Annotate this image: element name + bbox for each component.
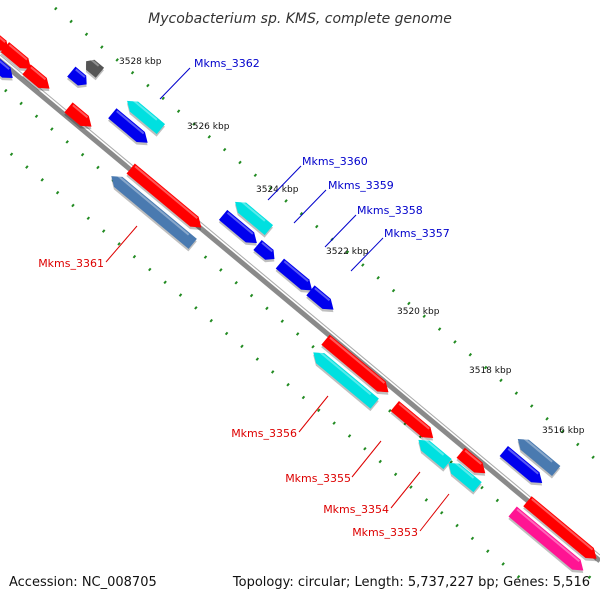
feature-blue-edge[interactable] bbox=[0, 55, 18, 85]
feature-mkms-3360[interactable] bbox=[230, 197, 275, 238]
feature-blue-3362-mate[interactable] bbox=[107, 108, 153, 150]
tick-label-3528: 3528 kbp bbox=[119, 57, 162, 67]
feature-blue-right[interactable] bbox=[498, 446, 547, 490]
tick-label-3526: 3526 kbp bbox=[187, 122, 230, 132]
feature-red-bottom[interactable] bbox=[522, 496, 600, 566]
feature-mkms-3354[interactable] bbox=[413, 435, 453, 472]
feature-mkms-3359[interactable] bbox=[218, 209, 263, 251]
tick-row-3 bbox=[0, 142, 521, 580]
feature-magenta-bottom[interactable] bbox=[507, 506, 588, 578]
feature-red-edge-2[interactable] bbox=[0, 42, 36, 76]
feature-blue-small-2[interactable] bbox=[252, 239, 280, 267]
feature-mkms-3353[interactable] bbox=[455, 447, 490, 481]
feature-steel-right[interactable] bbox=[512, 434, 561, 479]
feature-blue-small[interactable] bbox=[66, 66, 92, 92]
topology-text: Topology: circular; Length: 5,737,227 bp… bbox=[232, 575, 590, 590]
gene-label-mkms-3362[interactable]: Mkms_3362 bbox=[194, 57, 260, 70]
gene-labels: Mkms_3362 Mkms_3360 Mkms_3359 Mkms_3358 … bbox=[38, 57, 450, 539]
tick-rows bbox=[0, 6, 600, 588]
gene-label-mkms-3355[interactable]: Mkms_3355 bbox=[285, 472, 351, 485]
tick-label-3520: 3520 kbp bbox=[397, 307, 440, 317]
feature-red-edge-1[interactable] bbox=[0, 28, 14, 58]
feature-cyan-3353[interactable] bbox=[443, 458, 483, 495]
feature-mkms-3361-red[interactable] bbox=[125, 163, 206, 235]
feature-mkms-3356-red[interactable] bbox=[320, 334, 394, 400]
feature-mkms-3356[interactable] bbox=[308, 347, 380, 412]
gene-label-mkms-3357[interactable]: Mkms_3357 bbox=[384, 227, 450, 240]
gene-label-mkms-3358[interactable]: Mkms_3358 bbox=[357, 204, 423, 217]
gene-label-mkms-3360[interactable]: Mkms_3360 bbox=[302, 155, 368, 168]
label-leaders bbox=[105, 67, 450, 532]
accession-text: Accession: NC_008705 bbox=[9, 575, 157, 590]
gene-label-mkms-3359[interactable]: Mkms_3359 bbox=[328, 179, 394, 192]
gene-features bbox=[0, 28, 600, 578]
tick-label-3518: 3518 kbp bbox=[469, 366, 512, 376]
feature-gray-small[interactable] bbox=[81, 56, 106, 81]
gene-label-mkms-3353[interactable]: Mkms_3353 bbox=[352, 526, 418, 539]
tick-label-3522: 3522 kbp bbox=[326, 247, 369, 257]
tick-label-3516: 3516 kbp bbox=[542, 426, 585, 436]
feature-mkms-3362[interactable] bbox=[122, 96, 167, 137]
feature-red-edge-3[interactable] bbox=[21, 64, 55, 96]
feature-mkms-3361[interactable] bbox=[106, 171, 198, 252]
feature-red-short[interactable] bbox=[63, 102, 97, 134]
map-title: Mycobacterium sp. KMS, complete genome bbox=[148, 11, 452, 27]
gene-label-mkms-3354[interactable]: Mkms_3354 bbox=[323, 503, 389, 516]
feature-mkms-3358[interactable] bbox=[274, 258, 317, 298]
gene-label-mkms-3356[interactable]: Mkms_3356 bbox=[231, 427, 297, 440]
feature-mkms-3357[interactable] bbox=[305, 285, 339, 317]
gene-label-mkms-3361[interactable]: Mkms_3361 bbox=[38, 257, 104, 270]
feature-mkms-3355[interactable] bbox=[389, 401, 438, 445]
tick-row-1 bbox=[54, 6, 600, 465]
